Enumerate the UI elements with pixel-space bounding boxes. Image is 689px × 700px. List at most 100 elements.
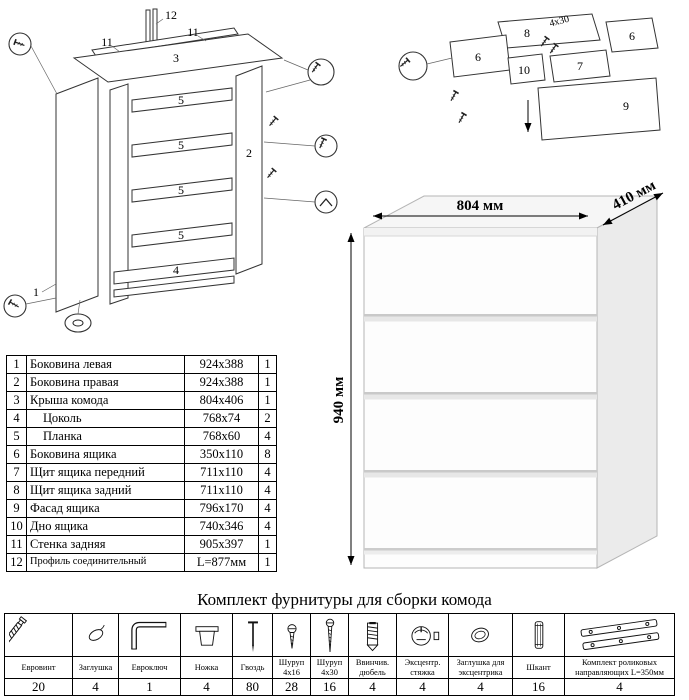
part-size: 924x388	[184, 373, 259, 392]
drawer-gaps	[364, 314, 597, 555]
part-qty: 4	[258, 517, 277, 536]
drawer-exploded-diagram: 8 4x30 6 6 7 10 9	[397, 13, 661, 141]
part-size: 350x110	[184, 445, 259, 464]
hardware-qty: 4	[396, 678, 449, 696]
part-qty: 4	[258, 481, 277, 500]
hardware-qty: 4	[348, 678, 397, 696]
hardware-qty: 80	[232, 678, 273, 696]
hardware-name: Заглушка для эксцентрика	[448, 656, 513, 679]
part-label: 2	[246, 146, 252, 160]
hardware-name: Шкант	[512, 656, 565, 679]
hardware-icon-cell	[310, 613, 349, 657]
euroscrew-icon	[8, 616, 27, 645]
hardware-icon-cell	[272, 613, 311, 657]
hardware-name: Ввинчив. дюбель	[348, 656, 397, 679]
leg-icon	[194, 626, 219, 646]
part-name: Цоколь	[26, 409, 185, 428]
part-num: 9	[6, 499, 27, 518]
plinth-bar	[113, 257, 235, 285]
hardware-name: Шуруп 4x16	[272, 656, 311, 679]
hardware-name: Евроключ	[118, 656, 181, 679]
dresser-3d-view: 804 мм 410 мм 940 мм	[331, 177, 664, 569]
hardware-qty: 4	[72, 678, 119, 696]
table-row: 11 Стенка задняя 905x397 1	[6, 535, 277, 554]
part-qty: 4	[258, 463, 277, 482]
hardware-name: Комплект роликовых направляющих L=350мм	[564, 656, 675, 679]
table-row: 6 Боковина ящика 350x110 8	[6, 445, 277, 464]
part-label: 5	[178, 93, 184, 107]
hardware-qty: 1	[118, 678, 181, 696]
part-label: 4	[173, 263, 179, 277]
part-num: 2	[6, 373, 27, 392]
part-size: 711x110	[184, 463, 259, 482]
hardware-icon-cell	[396, 613, 449, 657]
part-size: 711x110	[184, 481, 259, 500]
part-label: 5	[178, 183, 184, 197]
part-size: 924x388	[184, 355, 259, 374]
part-qty: 1	[258, 373, 277, 392]
hardware-icon-cell	[564, 613, 675, 657]
part-label: 7	[577, 59, 583, 73]
table-row: 4 Цоколь 768x74 2	[6, 409, 277, 428]
nail-icon	[247, 621, 258, 653]
drawer-facade-panel	[537, 77, 661, 141]
parts-table: 1 Боковина левая 924x388 1 2 Боковина пр…	[6, 355, 277, 572]
hardware-qty: 16	[512, 678, 565, 696]
part-num: 1	[6, 355, 27, 374]
part-num: 6	[6, 445, 27, 464]
table-row: 2 Боковина правая 924x388 1	[6, 373, 277, 392]
dresser-side-face	[596, 195, 658, 569]
roller-guides-icon	[580, 619, 659, 650]
hex-key-icon	[130, 621, 166, 650]
hardware-icon-cell	[180, 613, 233, 657]
hardware-name: Эксцентр. стяжка	[396, 656, 449, 679]
hardware-icon-cell	[118, 613, 181, 657]
fastener-callout	[3, 294, 27, 318]
fastener-callout	[307, 58, 335, 86]
part-name: Стенка задняя	[26, 535, 185, 554]
part-size: L=877мм	[184, 553, 259, 572]
part-qty: 1	[258, 391, 277, 410]
part-name: Боковина ящика	[26, 445, 185, 464]
part-num: 4	[6, 409, 27, 428]
slat	[131, 87, 233, 113]
drawer-side-panel	[605, 17, 659, 53]
part-label: 5	[178, 138, 184, 152]
screw-4x30-icon	[325, 618, 334, 653]
cap-icon	[88, 624, 105, 641]
part-num: 11	[6, 535, 27, 554]
table-row: 10 Дно ящика 740x346 4	[6, 517, 277, 536]
hardware-qty: 4	[448, 678, 513, 696]
hardware-qty: 4	[564, 678, 675, 696]
dowel-icon	[534, 621, 543, 649]
dresser-crown-strip	[364, 228, 597, 236]
hardware-qty: 20	[4, 678, 73, 696]
part-num: 8	[6, 481, 27, 500]
part-label: 9	[623, 99, 629, 113]
hardware-qty: 28	[272, 678, 311, 696]
slat	[131, 132, 233, 158]
hardware-icon-cell	[348, 613, 397, 657]
diagrams-canvas: 12 11 11 3 5 5 5 5 2 1 4	[3, 8, 664, 569]
slat	[131, 177, 233, 203]
hardware-name: Ножка	[180, 656, 233, 679]
part-size: 804x406	[184, 391, 259, 410]
table-row: 1 Боковина левая 924x388 1	[6, 355, 277, 374]
part-num: 10	[6, 517, 27, 536]
part-size: 768x74	[184, 409, 259, 428]
drawer-bottom-panel	[507, 53, 546, 85]
hardware-name: Заглушка	[72, 656, 119, 679]
part-qty: 8	[258, 445, 277, 464]
part-name: Боковина правая	[26, 373, 185, 392]
hardware-name: Евровинт	[4, 656, 73, 679]
hardware-qty-row: 20 4 1 4 80 28 16 4 4 4 16 4	[4, 678, 675, 696]
hardware-icon-cell	[512, 613, 565, 657]
cam-lock-icon	[410, 626, 439, 646]
hardware-name: Гвоздь	[232, 656, 273, 679]
cap-glyph	[72, 319, 84, 327]
table-row: 5 Планка 768x60 4	[6, 427, 277, 446]
drawer-front-panel	[549, 49, 611, 83]
fastener-callout	[314, 190, 338, 214]
hardware-icon-cell	[72, 613, 119, 657]
